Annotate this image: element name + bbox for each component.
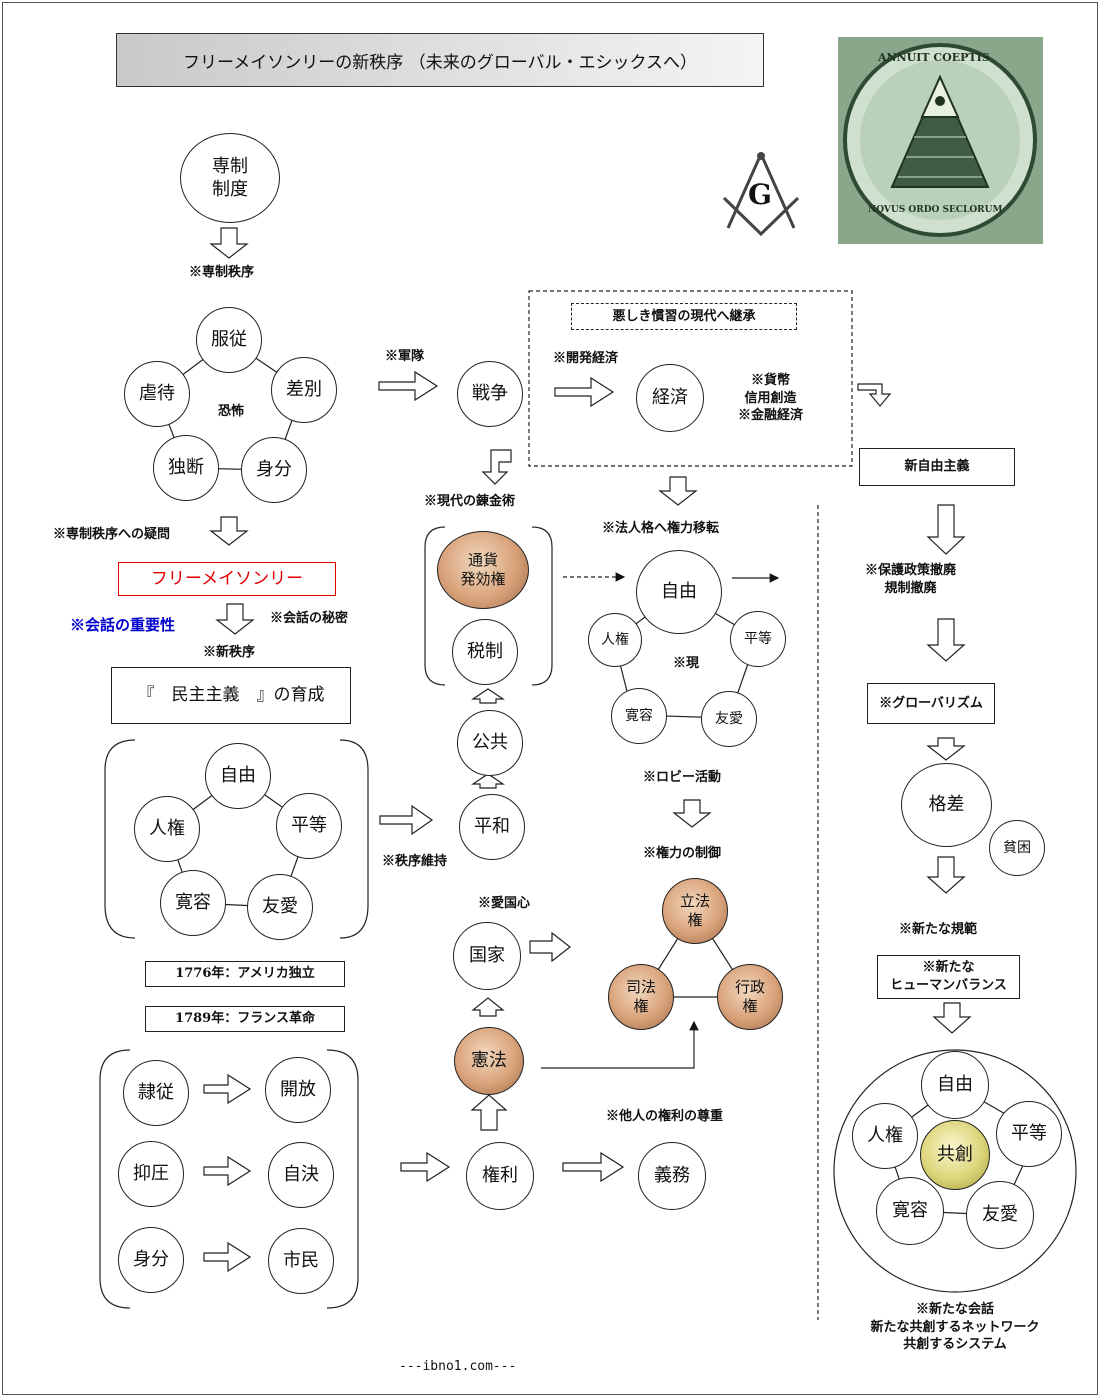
conversation-secret-label: ※会話の秘密 [270, 611, 349, 626]
legacy-box: 悪しき慣習の現代へ継承 [571, 303, 797, 330]
democracy-box: 『 民主主義 』の育成 [111, 667, 351, 724]
corporate-center-label: ※現 [673, 656, 700, 671]
final-equality: 平等 [996, 1101, 1062, 1167]
power-control-label: ※権力の制御 [643, 846, 722, 861]
corporate-fraternity: 友愛 [701, 691, 757, 747]
dev-economy-label: ※開発経済 [553, 351, 619, 366]
order-maintenance-label: ※秩序維持 [382, 854, 448, 869]
despot-order-label: ※専制秩序 [189, 265, 255, 280]
node-abuse: 虐待 [124, 361, 190, 427]
peace-circle: 平和 [459, 794, 525, 860]
site-credit: ---ibno1.com--- [399, 1359, 517, 1374]
co-creation-circle: 共創 [920, 1120, 990, 1190]
seal-bottom-text: NOVUS ORDO SECLORUM [868, 205, 1003, 215]
bracket [104, 739, 136, 939]
deregulation-label: ※保護政策撤廃 規制撤廃 [865, 563, 957, 596]
node-discrimination: 差別 [271, 357, 337, 423]
final-fraternity: 友愛 [966, 1181, 1034, 1249]
seal-top-text: ANNUIT COEPTIS [878, 51, 990, 64]
final-human-rights: 人権 [852, 1103, 918, 1169]
money-label: ※貨幣 信用創造 ※金融経済 [738, 373, 804, 424]
tax-circle: 税制 [452, 619, 518, 685]
army-label: ※軍隊 [385, 349, 425, 364]
alchemy-label: ※現代の錬金術 [424, 494, 516, 509]
compass-square-icon: G [716, 148, 806, 238]
patriotism-label: ※愛国心 [478, 896, 531, 911]
revolution-box: 1789年：フランス革命 [145, 1006, 345, 1032]
lobby-label: ※ロビー活動 [643, 770, 722, 785]
node-status: 身分 [241, 437, 307, 503]
compass-letter: G [748, 178, 772, 211]
democracy-freedom: 自由 [205, 743, 271, 809]
democracy-human-rights: 人権 [134, 796, 200, 862]
transition-from: 身分 [118, 1227, 184, 1293]
question-label: ※専制秩序への疑問 [53, 527, 171, 542]
corporate-tolerance: 寛容 [611, 688, 667, 744]
executive-circle: 行政 権 [717, 964, 783, 1030]
node-obedience: 服従 [196, 307, 262, 373]
node-arbitrary: 独断 [153, 435, 219, 501]
rights-circle: 権利 [466, 1142, 534, 1210]
currency-circle: 通貨 発効権 [437, 531, 529, 609]
independence-box: 1776年：アメリカ独立 [145, 961, 345, 987]
new-order-label: ※新秩序 [203, 645, 256, 660]
fear-label: 恐怖 [218, 404, 245, 419]
war-circle: 戦争 [457, 361, 523, 427]
corporate-freedom: 自由 [636, 550, 722, 634]
despotism-circle: 専制 制度 [180, 133, 280, 223]
public-circle: 公共 [457, 710, 523, 776]
great-seal-pyramid-icon: ANNUIT COEPTIS NOVUS ORDO SECLORUM [838, 37, 1043, 244]
conversation-importance-label: ※会話の重要性 [70, 616, 176, 634]
legislative-circle: 立法 権 [662, 878, 728, 944]
globalism-box: ※グローバリズム [867, 683, 995, 724]
nation-circle: 国家 [453, 922, 521, 990]
page-title: フリーメイソンリーの新秩序 （未来のグローバル・エシックスへ） [116, 33, 764, 87]
constitution-circle: 憲法 [454, 1027, 524, 1095]
final-freedom: 自由 [921, 1051, 989, 1119]
neoliberalism-box: 新自由主義 [859, 448, 1015, 486]
final-tolerance: 寛容 [876, 1177, 944, 1245]
duty-circle: 義務 [638, 1142, 706, 1210]
transition-to: 市民 [268, 1228, 334, 1294]
human-balance-box: ※新たな ヒューマンバランス [877, 955, 1020, 999]
powers-triangle [639, 910, 752, 998]
democracy-equality: 平等 [276, 793, 342, 859]
democracy-fraternity: 友愛 [247, 874, 313, 940]
transition-from: 抑圧 [118, 1141, 184, 1207]
new-conversation-label: ※新たな会話 新たな共創するネットワーク 共創するシステム [870, 1302, 1040, 1353]
economy-circle: 経済 [636, 364, 704, 432]
corporate-human-rights: 人権 [588, 613, 642, 667]
poverty-circle: 貧困 [989, 820, 1045, 876]
new-norm-label: ※新たな規範 [899, 922, 978, 937]
transition-from: 隷従 [123, 1060, 189, 1126]
transition-to: 開放 [265, 1057, 331, 1123]
transition-to: 自決 [268, 1142, 334, 1208]
corporate-equality: 平等 [730, 611, 786, 667]
judicial-circle: 司法 権 [608, 964, 674, 1030]
respect-label: ※他人の権利の尊重 [606, 1109, 724, 1124]
corporate-transfer-label: ※法人格へ権力移転 [602, 521, 720, 536]
democracy-tolerance: 寛容 [160, 870, 226, 936]
freemasonry-box: フリーメイソンリー [118, 562, 336, 596]
disparity-circle: 格差 [901, 763, 992, 847]
